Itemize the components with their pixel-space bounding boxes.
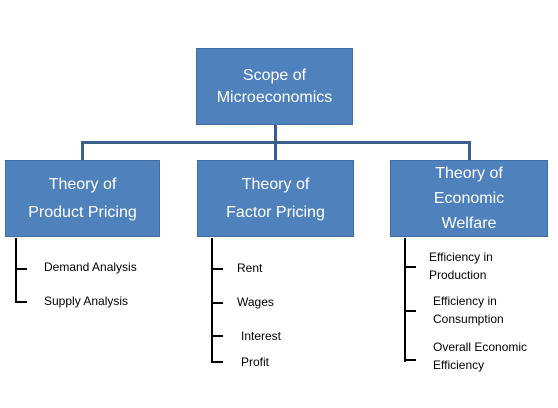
bracket-tick [404,266,416,268]
bracket-tick [404,310,416,312]
category-label-line: Theory of [435,165,503,182]
category-label-line: Theory of [241,175,310,193]
list-item-efficiency-production: Efficiency in Production [429,250,493,282]
bracket-factor-pricing [211,238,213,362]
list-item-profit: Profit [241,355,270,369]
category-label-line: Economic [433,190,505,207]
root-node-box: Scope of Microeconomics [196,48,353,125]
category-label-line: Factor Pricing [226,203,325,221]
branch-connector-welfare [468,141,471,160]
bracket-product-pricing [15,238,17,303]
category-label-line: Welfare [441,215,497,232]
list-item-rent: Rent [237,261,263,275]
root-connector [274,125,277,142]
bracket-tick [15,301,27,303]
bracket-tick [211,268,223,270]
bracket-tick [404,359,416,361]
list-item-demand-analysis: Demand Analysis [44,260,137,274]
branch-connector-product [81,141,84,160]
category-box-product-pricing: Theory of Product Pricing [5,160,160,237]
root-node-line-2: Microeconomics [216,88,333,106]
list-item-wages: Wages [237,295,274,309]
category-box-factor-pricing: Theory of Factor Pricing [197,160,354,237]
bracket-tick [211,361,223,363]
list-item-supply-analysis: Supply Analysis [44,294,129,308]
root-node-line-1: Scope of [242,66,307,84]
category-label-line: Product Pricing [28,203,137,221]
bracket-tick [211,335,223,337]
list-item-interest: Interest [241,329,282,343]
branch-connector-factor [274,141,277,160]
bracket-economic-welfare [404,238,406,362]
bracket-tick [211,302,223,304]
list-item-overall-efficiency: Overall Economic Efficiency [433,340,528,372]
list-item-efficiency-consumption: Efficiency in Consumption [433,294,504,326]
category-box-economic-welfare: Theory of Economic Welfare [390,160,548,237]
bracket-tick [15,268,27,270]
category-label-line: Theory of [48,175,117,193]
